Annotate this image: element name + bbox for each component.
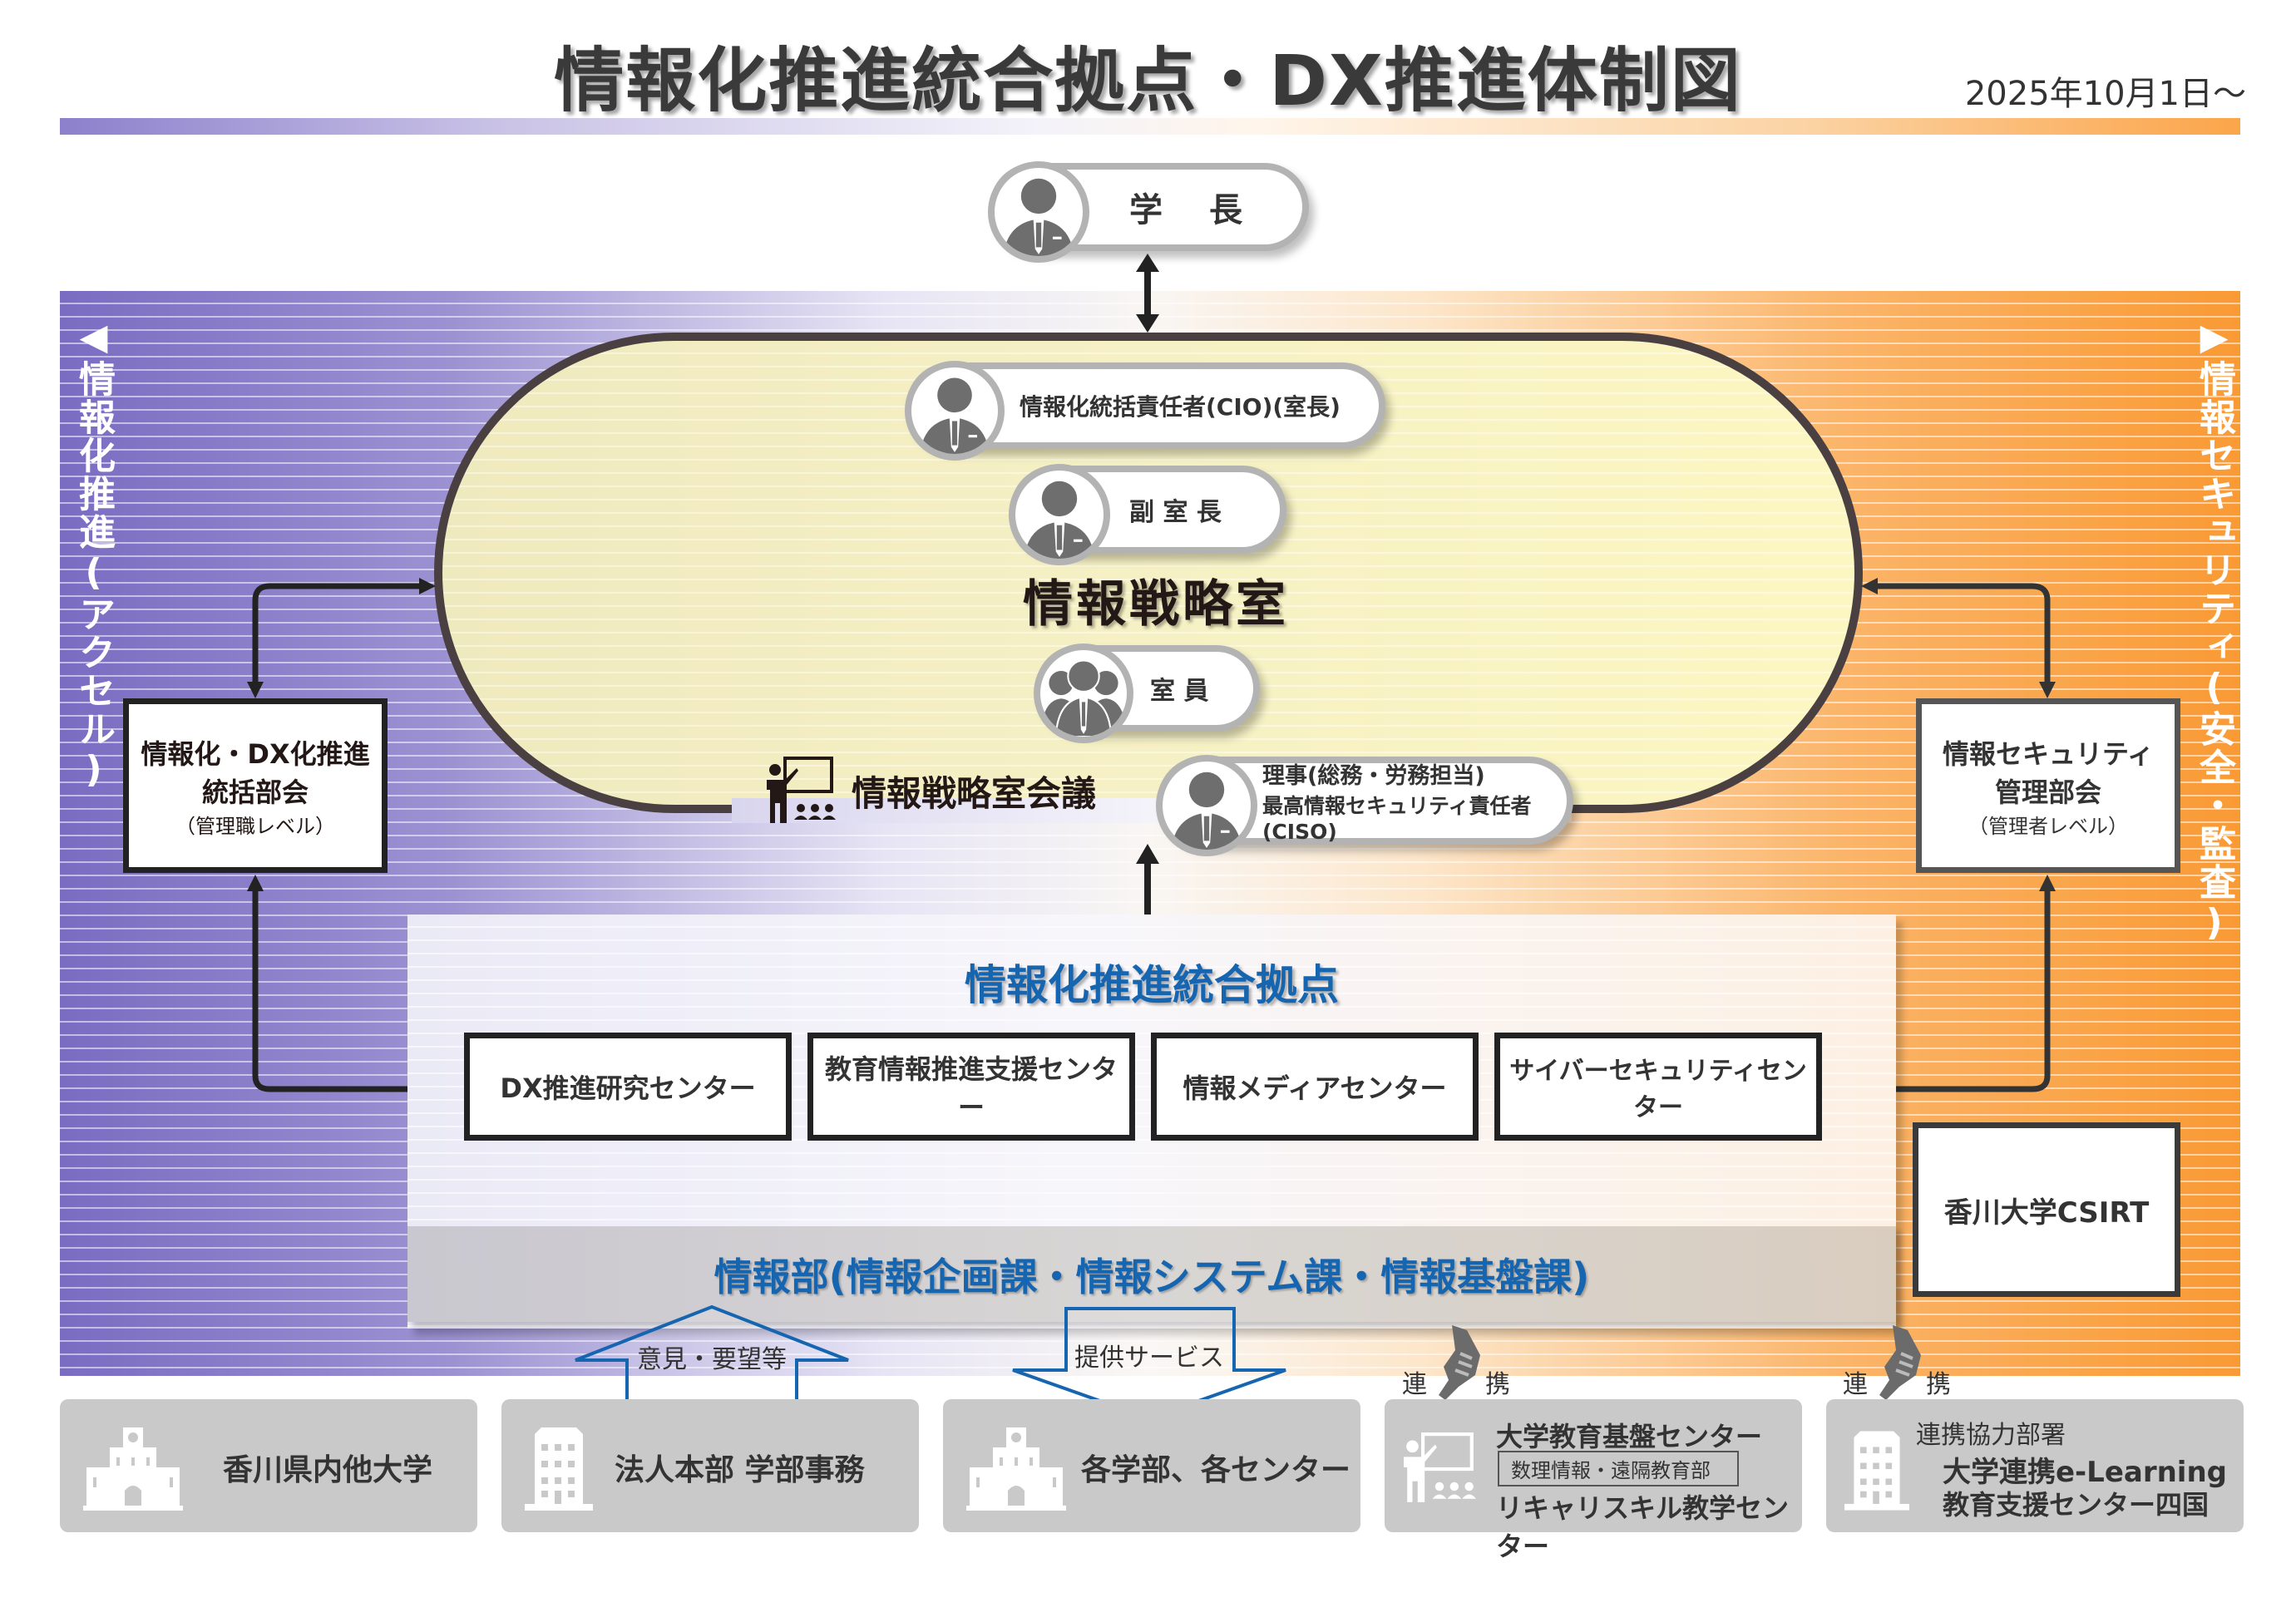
center-box-cyber[interactable]: サイバーセキュリティセンター xyxy=(1494,1033,1822,1141)
card-education-center[interactable]: 大学教育基盤センター 数理情報・遠隔教育部 リキャリスキル教学センター xyxy=(1385,1399,1802,1562)
left-bottom-connector xyxy=(252,883,441,1092)
university-icon xyxy=(83,1427,183,1511)
card-boxed-label: 数理情報・遠隔教育部 xyxy=(1498,1451,1739,1486)
card-faculties[interactable]: 各学部、各センター xyxy=(943,1399,1360,1532)
group-icon xyxy=(1034,643,1133,743)
card-line2: リキャリスキル教学センター xyxy=(1496,1492,1790,1562)
information-department[interactable]: 情報部(情報企画課・情報システム課・情報基盤課) xyxy=(407,1226,1896,1322)
strategy-office-name: 情報戦略室 xyxy=(1023,575,1289,634)
cio-label: 情報化統括責任者(CIO)(室長) xyxy=(1020,393,1341,421)
building-icon xyxy=(525,1427,593,1511)
right-committee-title2: 管理部会 xyxy=(1994,776,2101,808)
ciso-node[interactable]: 理事(総務・労務担当) 最高情報セキュリティ責任者(CISO) xyxy=(1156,755,1573,856)
card-line1: 大学連携e-Learning xyxy=(1943,1456,2228,1489)
center-box-media[interactable]: 情報メディアセンター xyxy=(1151,1033,1479,1141)
card-line1: 大学教育基盤センター xyxy=(1496,1421,1763,1452)
meeting-label: 情報戦略室会議 xyxy=(763,757,1096,825)
ciso-line1: 理事(総務・労務担当) xyxy=(1262,763,1485,789)
right-bottom-connector xyxy=(1846,883,2051,1092)
center-label: 教育情報推進支援センター xyxy=(824,1053,1118,1123)
center-box-education[interactable]: 教育情報推進支援センター xyxy=(807,1033,1135,1141)
cio-node[interactable]: 情報化統括責任者(CIO)(室長) xyxy=(905,361,1385,461)
university-icon xyxy=(966,1427,1066,1511)
person-icon xyxy=(988,161,1089,263)
page-title: 情報化推進統合拠点・DX推進体制図 xyxy=(554,40,1742,121)
vice-director-label: 副 室 長 xyxy=(1129,498,1222,527)
staff-node[interactable]: 室 員 xyxy=(1034,643,1260,743)
service-down-arrow xyxy=(1012,1307,1286,1421)
csirt-box[interactable]: 香川大学CSIRT xyxy=(1913,1122,2180,1297)
left-top-connector xyxy=(252,583,424,692)
card-header: 連携協力部署 xyxy=(1916,1421,2066,1450)
left-committee-title2: 統括部会 xyxy=(201,776,309,808)
handshake-icon xyxy=(1439,1325,1480,1400)
department-label: 情報部(情報企画課・情報システム課・情報基盤課) xyxy=(713,1254,1590,1299)
president-label: 学 長 xyxy=(1129,191,1249,229)
card-line2: 教育支援センター四国 xyxy=(1943,1489,2210,1521)
teacher-icon xyxy=(1404,1432,1477,1502)
center-label: DX推進研究センター xyxy=(500,1072,756,1104)
effective-date: 2025年10月1日～ xyxy=(1964,75,2246,113)
left-committee-sub: （管理職レベル） xyxy=(175,814,335,838)
right-committee-title1: 情報セキュリティ xyxy=(1942,737,2155,770)
person-icon xyxy=(1009,464,1110,565)
cooperation-char: 連 xyxy=(1402,1370,1427,1399)
cooperation-char: 携 xyxy=(1926,1370,1951,1399)
csirt-label: 香川大学CSIRT xyxy=(1943,1196,2150,1230)
left-committee-title1: 情報化・DX化推進 xyxy=(141,737,370,770)
card-headquarters[interactable]: 法人本部 学部事務 xyxy=(501,1399,919,1532)
service-label: 提供サービス xyxy=(1074,1343,1224,1373)
person-icon xyxy=(1156,755,1257,856)
right-top-connector xyxy=(1871,583,2051,692)
center-box-dx[interactable]: DX推進研究センター xyxy=(464,1033,792,1141)
title-gradient-bar xyxy=(60,118,2240,135)
feedback-label: 意見・要望等 xyxy=(637,1345,787,1374)
card-elearning-center[interactable]: 連携協力部署 大学連携e-Learning 教育支援センター四国 xyxy=(1826,1399,2244,1532)
cooperation-link-1: 連 携 xyxy=(1402,1325,1510,1400)
president-node[interactable]: 学 長 xyxy=(988,161,1309,263)
teacher-icon xyxy=(767,757,836,823)
meeting-name: 情報戦略室会議 xyxy=(852,772,1097,814)
right-side-label: ▶情報セキュリティ(安全・監査) xyxy=(2193,316,2235,945)
right-committee-sub: （管理者レベル） xyxy=(1968,814,2128,838)
cooperation-char: 連 xyxy=(1843,1370,1868,1399)
cooperation-link-2: 連 携 xyxy=(1843,1325,1951,1400)
staff-label: 室 員 xyxy=(1150,677,1209,706)
hub-title: 情報化推進統合拠点 xyxy=(965,961,1339,1009)
vice-director-node[interactable]: 副 室 長 xyxy=(1009,464,1286,565)
cooperation-char: 携 xyxy=(1485,1370,1510,1399)
connector-lines xyxy=(247,578,2056,1097)
president-link-arrow xyxy=(1136,254,1159,333)
card-label: 各学部、各センター xyxy=(1081,1453,1351,1487)
center-label: 情報メディアセンター xyxy=(1183,1072,1447,1104)
right-committee-box[interactable]: 情報セキュリティ 管理部会 （管理者レベル） xyxy=(1916,698,2180,873)
handshake-icon xyxy=(1879,1325,1921,1400)
center-label: サイバーセキュリティセンター xyxy=(1509,1057,1807,1122)
card-other-universities[interactable]: 香川県内他大学 xyxy=(60,1399,477,1532)
left-side-label: ◀情報化推進(アクセル) xyxy=(72,316,115,792)
person-icon xyxy=(905,361,1005,461)
left-committee-box[interactable]: 情報化・DX化推進 統括部会 （管理職レベル） xyxy=(123,698,388,873)
ciso-line2: 最高情報セキュリティ責任者(CISO) xyxy=(1262,794,1532,844)
building-icon xyxy=(1844,1431,1909,1511)
card-label: 香川県内他大学 xyxy=(223,1453,433,1487)
card-label: 法人本部 学部事務 xyxy=(615,1453,865,1487)
